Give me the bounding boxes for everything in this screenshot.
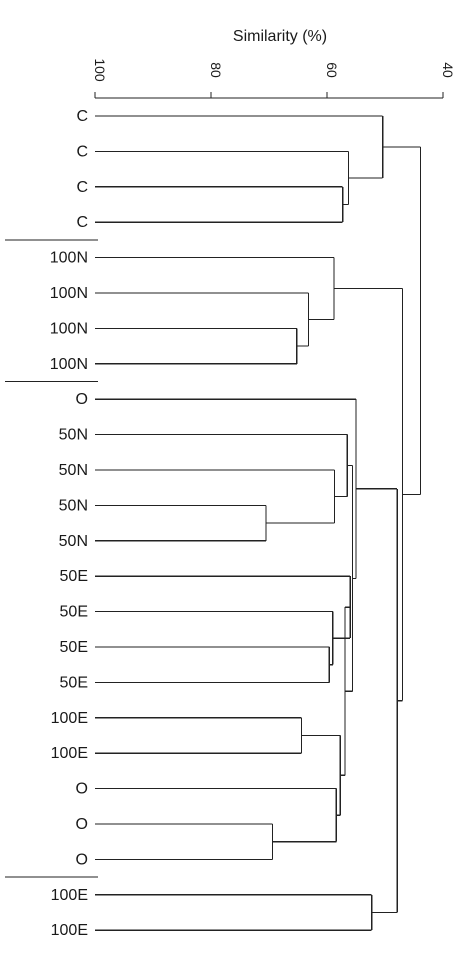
leaf-label: 50E [60,639,88,656]
leaf-label: 50N [59,427,88,444]
leaf-label: C [76,214,88,231]
axis-tick-label: 60 [324,62,340,78]
leaf-label: 100N [50,285,88,302]
leaf-label: 100N [50,320,88,337]
leaf-label: 100E [51,710,88,727]
leaf-label: C [76,108,88,125]
axis-title: Similarity (%) [233,28,327,45]
leaf-label: O [76,851,88,868]
group-separators [5,239,98,878]
leaf-label: 100E [51,887,88,904]
leaf-label: C [76,179,88,196]
leaf-label: O [76,781,88,798]
leaf-label: 50E [60,568,88,585]
leaf-label: 50E [60,604,88,621]
leaf-label: 50N [59,533,88,550]
leaf-label: 100E [51,922,88,939]
dendrogram-branches [95,115,421,931]
leaf-label: 50E [60,674,88,691]
leaf-label: O [76,391,88,408]
axis-tick-label: 80 [208,62,224,78]
leaf-labels: C C C C 100N 100N 100N 100N O 50N 50N 50N 50N 50E 50E 5… [50,108,88,939]
similarity-axis: 100 80 60 40 [92,58,456,99]
leaf-label: 100N [50,356,88,373]
leaf-label: 100E [51,745,88,762]
axis-tick-label: 40 [440,62,456,78]
leaf-label: 50N [59,497,88,514]
axis-tick-label: 100 [92,58,108,82]
leaf-label: 100N [50,250,88,267]
leaf-label: O [76,816,88,833]
leaf-label: 50N [59,462,88,479]
leaf-label: C [76,143,88,160]
